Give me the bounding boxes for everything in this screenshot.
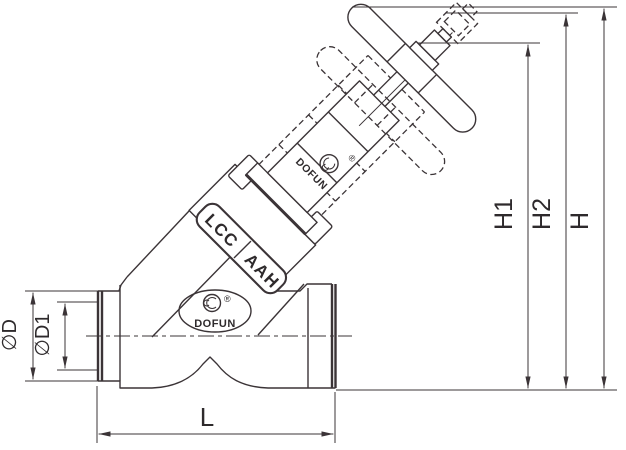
dim-label-diameter-inner: ∅D1: [32, 314, 54, 357]
body-brand-badge: ® DOFUN: [178, 289, 252, 333]
dimension-length: L: [96, 386, 336, 443]
dim-label-height1: H1: [490, 198, 518, 230]
yoke-division-2: [327, 111, 369, 153]
plate-divider: [233, 240, 252, 259]
left-port-top: [98, 276, 128, 292]
dimension-height1: H1: [418, 42, 540, 389]
dimension-diameter-outer: ∅D: [0, 290, 98, 382]
yoke-logo-icon: [319, 153, 339, 174]
badge-oval: [178, 289, 252, 333]
stem-nut: [408, 27, 453, 72]
brand-text-body: DOFUN: [194, 318, 236, 330]
dimension-height2: H2: [446, 12, 578, 389]
dimension-diameter-inner: ∅D1: [32, 301, 98, 371]
dim-label-height2: H2: [528, 198, 556, 230]
bonnet-stem-assembly: LCC AAH DOFUN ®: [188, 1, 479, 295]
handle-phantom: [316, 46, 446, 176]
neck-left-edge: [126, 210, 190, 278]
left-port-bottom: [98, 380, 152, 389]
dimension-height-total: H: [352, 6, 617, 389]
dim-label-height-total: H: [566, 212, 594, 230]
dim-label-diameter-outer: ∅D: [0, 319, 21, 351]
neck-right-edge: [270, 283, 332, 292]
brand-logo-swirl-icon: [203, 297, 217, 309]
gland-joint-line: [244, 173, 307, 236]
dim-label-length: L: [200, 402, 214, 432]
body-bottom-contour: [151, 356, 308, 389]
yoke-logo-swirl-icon: [321, 157, 336, 171]
valve-body: ® DOFUN: [86, 210, 352, 389]
seat-line-right: [257, 283, 305, 336]
bonnet-plate: [195, 202, 288, 295]
registered-mark: ®: [224, 294, 231, 304]
yoke-division-1: [296, 142, 338, 184]
